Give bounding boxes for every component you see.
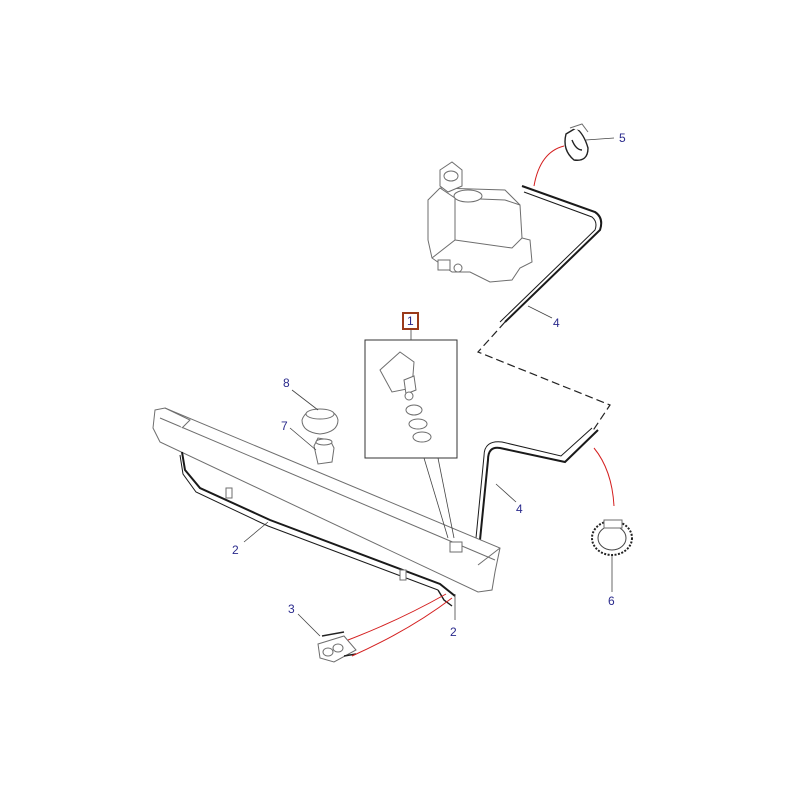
leader-4a [527,305,553,319]
callout-6: 6 [608,594,615,608]
part-5-clip [564,123,615,161]
part-3-connector [297,613,357,663]
hose-upper [499,185,603,323]
washer-reservoir [427,161,533,283]
callout-7: 7 [281,419,288,433]
bumper-beam [152,407,501,593]
part-6-clip [591,519,633,592]
leader-4b [495,483,517,503]
part-7-plug [289,427,335,465]
callout-2b: 2 [450,625,457,639]
hose-2 [179,451,456,607]
callout-2a: 2 [232,543,239,557]
hose-route-dashed [476,321,611,433]
callout-4a: 4 [553,316,560,330]
callout-1: 1 [402,312,419,330]
red-leaders [347,145,615,657]
callout-3: 3 [288,602,295,616]
part-8-cap [291,389,339,435]
part-1-inset [364,326,458,539]
callout-5: 5 [619,131,626,145]
hose-lower [451,427,599,553]
callout-4b: 4 [516,502,523,516]
leader-2a [243,521,269,543]
callout-8: 8 [283,376,290,390]
